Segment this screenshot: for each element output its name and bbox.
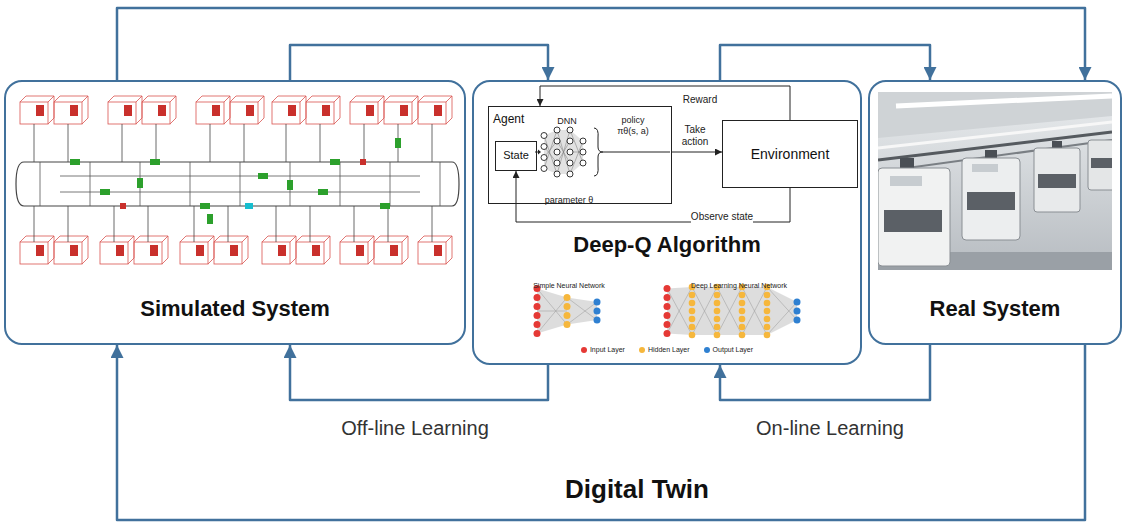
legend-text: Hidden Layer <box>648 346 690 354</box>
edge-label-slot: Observe state <box>684 206 760 224</box>
node-text: Simulated System <box>140 296 330 322</box>
text-slot: Simulated System <box>6 296 464 322</box>
system-box: Simulated System <box>4 80 466 345</box>
connector <box>516 171 790 222</box>
text-slot: Environment <box>723 121 857 187</box>
legend-text: Output Layer <box>713 346 753 354</box>
connector <box>290 345 548 400</box>
label-slot: Deep Learning Neural Network <box>656 274 822 292</box>
text-slot: Deep-Q Algorithm <box>474 232 860 258</box>
edge-label-slot: Digital Twin <box>437 474 837 505</box>
label-slot: parameter θ <box>519 189 619 207</box>
edge-label: On-line Learning <box>756 416 904 440</box>
connector <box>672 152 722 153</box>
edge-label: Take action <box>672 124 718 148</box>
label-slot: policy <box>597 109 669 127</box>
connector <box>720 345 930 400</box>
legend-swatch <box>639 347 645 353</box>
annotation-label: policy <box>621 115 644 126</box>
label-slot: DNN <box>543 110 591 128</box>
photo-illustration <box>878 92 1112 270</box>
node-text: State <box>503 149 529 162</box>
annotation-label: DNN <box>557 116 577 127</box>
connector <box>290 45 548 80</box>
edge-label: Reward <box>683 94 717 106</box>
node-text: Deep-Q Algorithm <box>573 232 760 258</box>
neural-network-illustration <box>534 284 801 339</box>
annotation-label: Deep Learning Neural Network <box>691 282 787 290</box>
connector <box>720 45 930 80</box>
annotation-label: Simple Neural Network <box>533 282 605 290</box>
text-slot: State <box>496 142 536 170</box>
legend-swatch <box>581 347 587 353</box>
dnn-illustration <box>535 127 670 177</box>
algorithm-box: Deep-Q Algorithm AgentState DNN policyπθ(s,… <box>472 80 862 365</box>
annotation-label: parameter θ <box>545 195 594 206</box>
text-slot: Agent <box>493 109 524 127</box>
edge-label-slot: Take action <box>672 124 718 149</box>
environment-box: Environment <box>722 120 858 188</box>
edge-label: Observe state <box>691 211 753 223</box>
node-text: Real System <box>930 296 1061 322</box>
legend-item: Output Layer <box>704 346 753 354</box>
node-text: Agent <box>493 112 524 126</box>
connector <box>540 86 790 120</box>
node-text: Environment <box>751 146 830 163</box>
track-map-illustration <box>16 96 459 264</box>
connector <box>117 345 1085 520</box>
text-slot: Real System <box>870 296 1120 322</box>
legend-item: Input Layer <box>581 346 625 354</box>
label-slot: Simple Neural Network <box>514 274 624 292</box>
connector <box>117 8 1085 80</box>
legend-item: Hidden Layer <box>639 346 690 354</box>
legend-swatch <box>704 347 710 353</box>
edge-label: Off-line Learning <box>341 416 489 440</box>
edge-label-slot: On-line Learning <box>720 416 940 440</box>
agent-box: AgentState DNN policyπθ(s, a) parameter θ <box>488 106 672 204</box>
legend-text: Input Layer <box>590 346 625 354</box>
state-box: State <box>495 141 537 171</box>
annotation-label: πθ(s, a) <box>617 126 649 137</box>
edge-label-slot: Off-line Learning <box>305 416 525 440</box>
system-box: Real System <box>868 80 1122 345</box>
legend: Input Layer Hidden Layer Output Layer <box>474 346 860 354</box>
edge-label: Digital Twin <box>565 474 709 505</box>
edge-label-slot: Reward <box>676 89 724 107</box>
